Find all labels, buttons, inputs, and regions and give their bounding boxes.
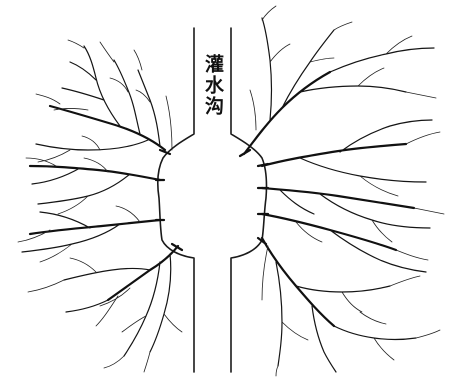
- roots-middle-left: [18, 158, 160, 262]
- roots-lower-right: [262, 238, 440, 376]
- roots-lower-left: [28, 246, 182, 372]
- ditch-edge-marks: [156, 150, 268, 250]
- roots-middle-right: [262, 120, 444, 272]
- roots-upper-right: [244, 6, 436, 154]
- roots-upper-left: [36, 40, 172, 162]
- ditch-left-wall: [158, 28, 194, 372]
- irrigation-ditch-label: 灌水沟: [199, 54, 225, 117]
- ditch-right-wall: [231, 28, 267, 372]
